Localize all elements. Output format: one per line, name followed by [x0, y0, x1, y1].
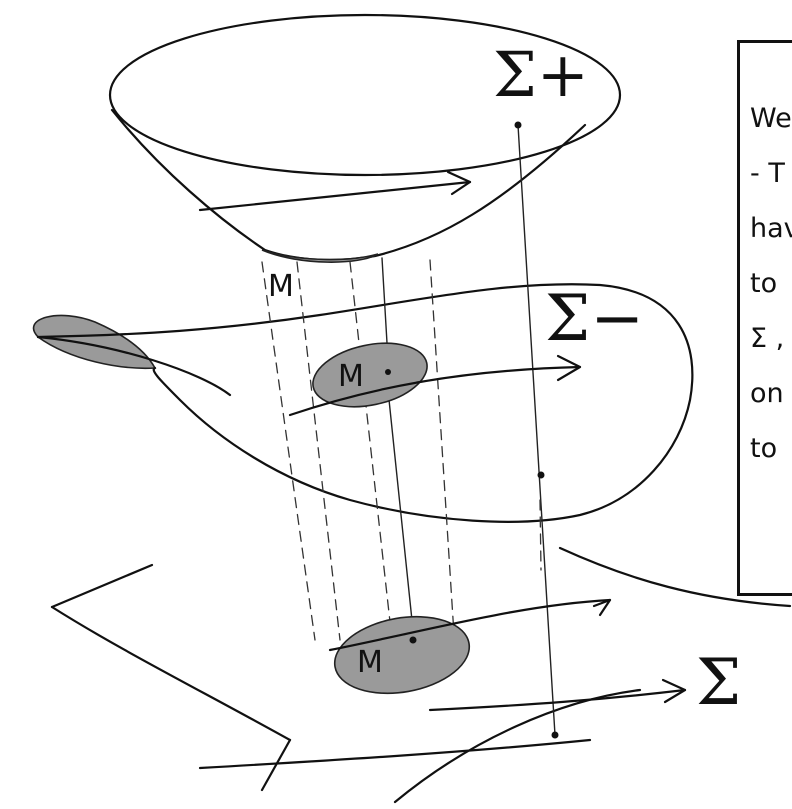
m-top-region — [262, 250, 378, 262]
sigma-label: Σ — [696, 646, 741, 720]
note-line-7: to — [750, 433, 777, 464]
note-line-1: We — [750, 103, 792, 134]
m-middle-label: M — [338, 359, 364, 394]
m-bottom-label: M — [357, 645, 383, 680]
sigma-minus-label: Σ− — [545, 282, 644, 356]
note-line-6: on — [750, 378, 784, 409]
note-line-2: - T — [750, 158, 785, 189]
sigma-plus-label: Σ+ — [493, 38, 589, 111]
note-box: We - T hav to Σ , on to — [737, 40, 792, 596]
m-top-label: M — [268, 269, 294, 304]
note-line-3: hav — [750, 213, 792, 244]
sigma-minus-wing — [34, 315, 155, 368]
note-line-4: to — [750, 268, 777, 299]
note-line-5: Σ , — [750, 323, 784, 354]
